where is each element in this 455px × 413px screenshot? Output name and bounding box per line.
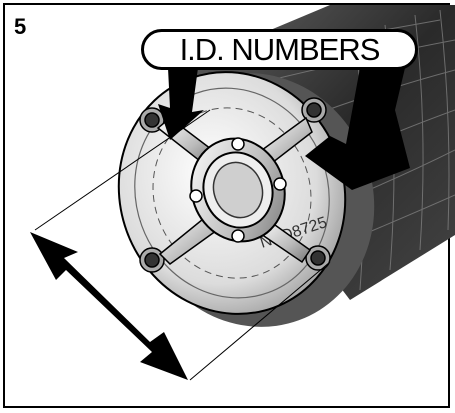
bolt-bottom-right [305, 245, 331, 271]
bolt-top-right [301, 97, 327, 123]
diameter-dimension [30, 109, 331, 381]
arrow-to-bottom-stamp [305, 68, 410, 190]
bolt-bottom-left [139, 247, 165, 273]
callout-arrows [158, 68, 410, 190]
diameter-arrow [30, 232, 188, 380]
step-number: 5 [14, 14, 27, 39]
id-numbers-callout: I.D. NUMBERS [141, 29, 418, 70]
axle [189, 137, 287, 243]
arrow-to-top-stamp [158, 68, 204, 140]
bolt-holes [139, 97, 331, 273]
